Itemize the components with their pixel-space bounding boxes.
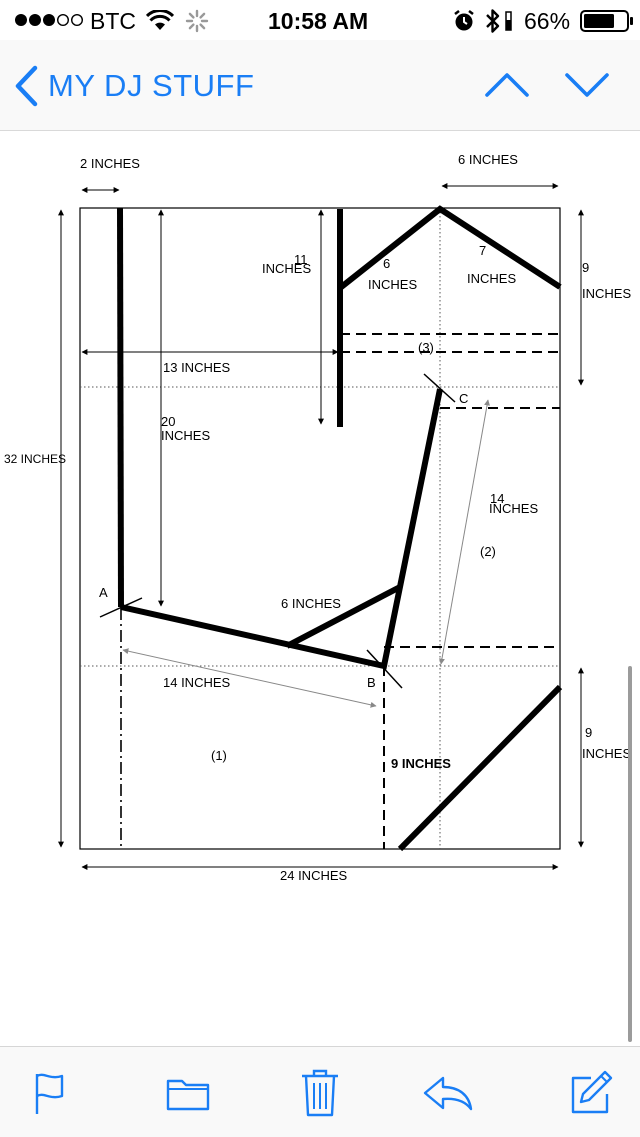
move-to-folder-button[interactable] [160,1065,216,1121]
flag-icon [35,1073,64,1114]
label-11-unit: INCHES [262,261,311,276]
label-14-right-unit: INCHES [489,501,538,516]
clock-time: 10:58 AM [268,8,369,34]
alarm-icon [454,10,474,31]
trash-icon [302,1069,338,1117]
pattern-outline [79,207,561,850]
compose-button[interactable] [562,1065,618,1121]
dimension-arrows [58,183,584,870]
activity-spinner-icon [185,9,209,33]
pattern-diagram: 2 INCHES 6 INCHES 11 INCHES 6 INCHES 7 I… [4,152,631,883]
label-14-right: 14 [490,491,504,506]
label-9-top-unit: INCHES [582,286,631,301]
previous-message-button[interactable] [482,62,532,106]
label-9-top: 9 [582,260,589,275]
status-bar: BTC 10:58 AM 66% [0,0,640,40]
label-6: 6 [383,256,390,271]
carrier-name: BTC [90,8,136,34]
label-2-inches: 2 INCHES [80,156,140,171]
label-point-a: A [99,585,108,600]
chevron-left-icon [15,65,38,107]
trash-button[interactable] [292,1065,348,1121]
label-24-inches: 24 INCHES [280,868,348,883]
label-20-unit: INCHES [161,428,210,443]
scroll-indicator[interactable] [628,666,632,1042]
navigation-bar: MY DJ STUFF [0,40,640,131]
label-9-inches-mid: 9 INCHES [391,756,451,771]
label-point-c: C [459,391,468,406]
label-section-2: (2) [480,544,496,559]
battery-icon [580,10,633,32]
reply-button[interactable] [420,1065,476,1121]
label-section-1: (1) [211,748,227,763]
battery-percent: 66% [524,8,571,34]
dotted-guides [80,208,560,849]
dashed-lines [340,333,560,849]
folder-icon [166,1079,210,1111]
label-7: 7 [479,243,486,258]
wifi-icon [146,10,174,30]
bluetooth-icon [486,9,500,33]
chevron-up-icon [485,73,529,97]
compose-icon [571,1070,613,1114]
back-button-label: MY DJ STUFF [48,68,255,103]
pattern-cut-lines [117,205,563,852]
label-20: 20 [161,414,175,429]
signal-strength-icon [15,13,84,27]
message-body[interactable]: 2 INCHES 6 INCHES 11 INCHES 6 INCHES 7 I… [0,131,640,1046]
chevron-down-icon [565,73,609,97]
label-6-unit: INCHES [368,277,417,292]
label-11: 11 [294,252,308,267]
label-9-bottom: 9 [585,725,592,740]
label-6-inches-mid: 6 INCHES [281,596,341,611]
reply-icon [423,1076,473,1111]
dimension-arrows-grey [122,399,491,708]
flag-button[interactable] [20,1065,76,1121]
battery-level-icon [505,11,512,31]
label-13-inches: 13 INCHES [163,360,231,375]
label-14-inches-bottom: 14 INCHES [163,675,231,690]
point-ticks [99,373,456,689]
label-32-inches: 32 INCHES [4,452,66,466]
label-6-inches-top: 6 INCHES [458,152,518,167]
back-button[interactable]: MY DJ STUFF [14,64,254,108]
label-section-3: (3) [418,340,434,355]
label-9-bottom-unit: INCHES [582,746,631,761]
label-point-b: B [367,675,376,690]
next-message-button[interactable] [562,62,612,106]
label-7-unit: INCHES [467,271,516,286]
bottom-toolbar [0,1046,640,1137]
